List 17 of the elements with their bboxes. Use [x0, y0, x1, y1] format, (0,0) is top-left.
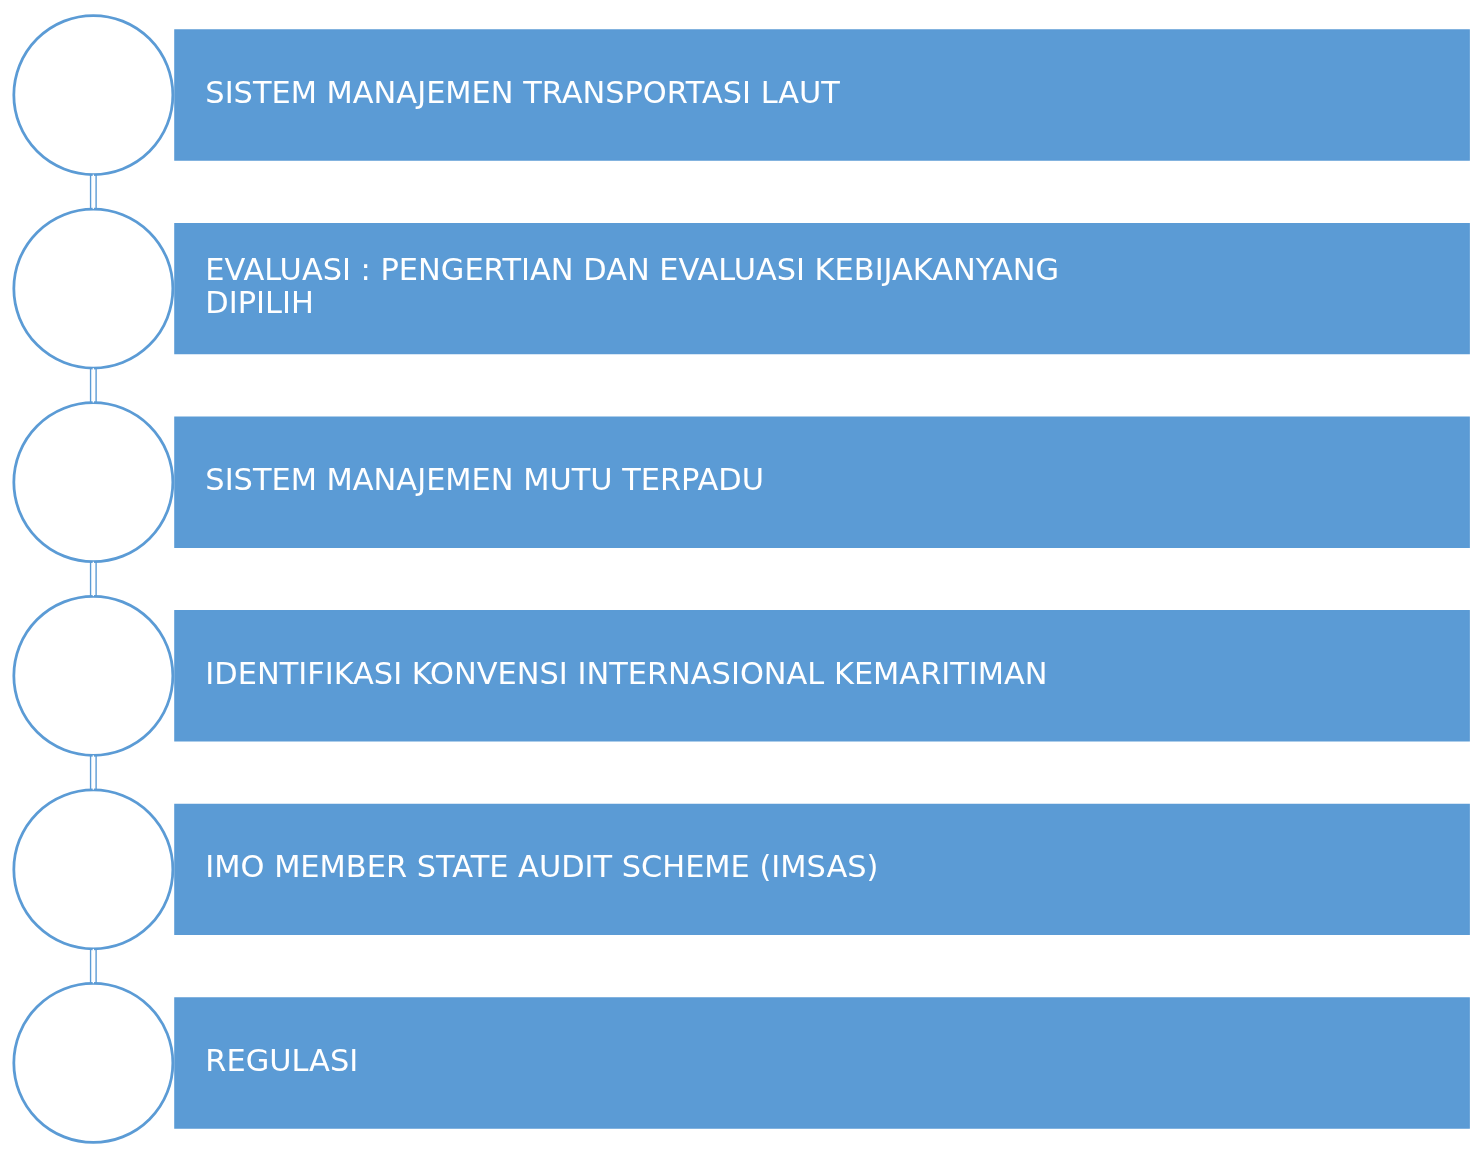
node-circle — [12, 981, 175, 1144]
node-box: SISTEM MANAJEMEN TRANSPORTASI LAUT — [174, 28, 1470, 161]
connector — [89, 367, 97, 403]
connector — [89, 754, 97, 790]
node-box: IDENTIFIKASI KONVENSI INTERNASIONAL KEMARITIMAN — [174, 609, 1470, 741]
node-circle — [12, 13, 175, 176]
node-box: IMO MEMBER STATE AUDIT SCHEME (IMSAS) — [174, 803, 1470, 935]
node-circle — [12, 594, 175, 757]
node-circle — [12, 400, 175, 563]
connector — [89, 173, 97, 210]
node-circle — [12, 207, 175, 369]
connector — [89, 947, 97, 984]
node-circle — [12, 788, 175, 950]
node-box: EVALUASI : PENGERTIAN DAN EVALUASI KEBIJAKANYANG DIPILIH — [174, 222, 1470, 354]
node-box: REGULASI — [174, 996, 1470, 1129]
node-box: SISTEM MANAJEMEN MUTU TERPADU — [174, 416, 1470, 548]
connector — [89, 560, 97, 597]
